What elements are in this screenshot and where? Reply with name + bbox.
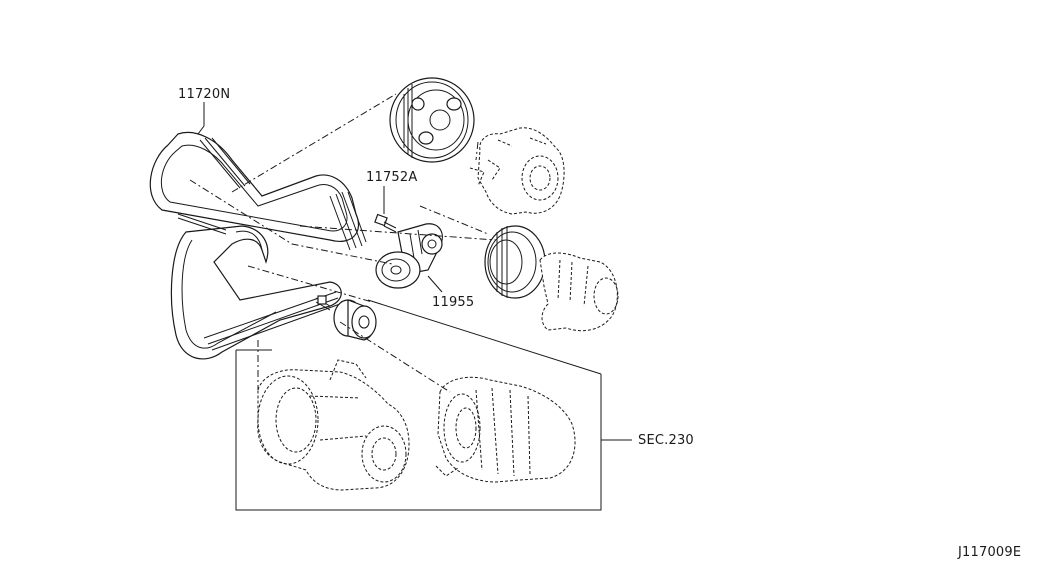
top-pulley: [389, 77, 475, 163]
label-tensioner-11955: 11955: [432, 295, 474, 310]
drive-belt-lower[interactable]: [170, 213, 342, 360]
label-section-230: SEC.230: [638, 433, 694, 448]
label-bolt-11752a: 11752A: [366, 170, 417, 185]
belt-tensioner[interactable]: [375, 223, 443, 289]
alignment-lines: [189, 93, 497, 393]
water-pump-pulley: [484, 225, 619, 332]
leader-lines: [197, 102, 632, 441]
diagram-id: J117009E: [957, 545, 1021, 560]
tensioner-bolt[interactable]: [374, 213, 397, 233]
label-belt-11720n: 11720N: [178, 87, 230, 102]
drive-belt-upper[interactable]: [149, 131, 367, 251]
power-steering-pump: [469, 127, 565, 215]
alternator: [435, 376, 576, 483]
section-230-frame: [235, 299, 602, 511]
idler-pulley[interactable]: [315, 295, 377, 341]
ac-compressor: [257, 359, 410, 491]
